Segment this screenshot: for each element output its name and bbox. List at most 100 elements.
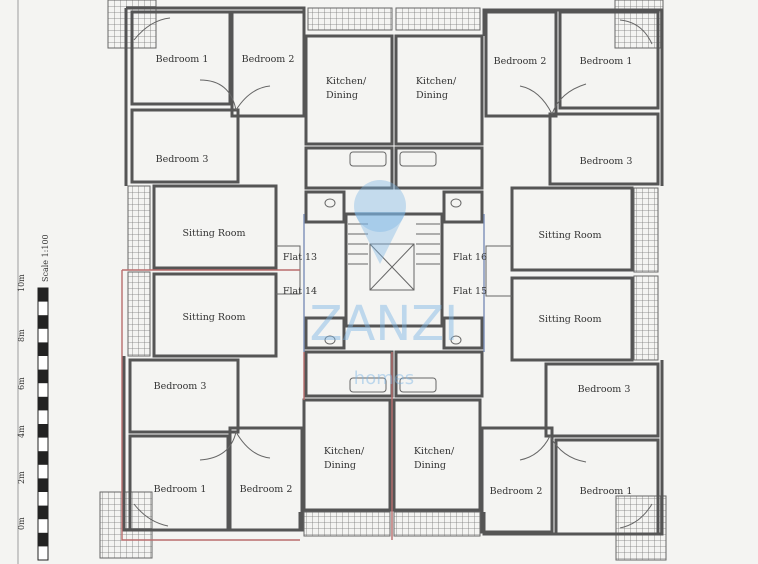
- stair-treads: [348, 223, 440, 265]
- room-bl-kitchen: [302, 398, 392, 512]
- boundary-blue-core: [303, 214, 485, 352]
- label-bl-sitting: Sitting Room: [182, 312, 245, 323]
- bathtub-tl: [349, 151, 387, 167]
- watermark-pin-icon: [354, 180, 406, 232]
- label-bl-bedroom1: Bedroom 1: [154, 484, 207, 495]
- label-tr-sitting: Sitting Room: [538, 230, 601, 241]
- label-br-kitchen-1: Kitchen/: [414, 446, 455, 457]
- bathtub-bl: [349, 377, 387, 393]
- scale-tick-4m: 4m: [17, 425, 26, 438]
- bath-tl: [304, 146, 394, 190]
- room-bl-bedroom1: [128, 434, 230, 532]
- label-br-bedroom1: Bedroom 1: [580, 486, 633, 497]
- room-tr-bedroom2: [484, 10, 558, 118]
- room-tr-bedroom3: [548, 112, 660, 186]
- balcony-left-upper: [127, 185, 151, 271]
- room-tl-bedroom1: [130, 10, 232, 106]
- room-tl-bedroom3: [130, 108, 240, 184]
- room-tl-kitchen: [304, 34, 394, 146]
- scale-title: Scale 1:100: [41, 234, 50, 282]
- balcony-right-lower: [633, 275, 659, 361]
- watermark: ZANZI homes: [310, 180, 459, 389]
- scale-seg-2: [38, 315, 48, 329]
- door-swing-br: [519, 435, 587, 463]
- label-tr-kitchen-1: Kitchen/: [416, 76, 457, 87]
- boundary-red-left: [121, 269, 300, 541]
- label-tl-bedroom3: Bedroom 3: [156, 154, 209, 165]
- label-flat-15: Flat 15: [453, 286, 487, 297]
- room-br-sitting: [510, 276, 634, 362]
- room-bl-bedroom3: [128, 358, 240, 434]
- wc-br: [442, 316, 484, 350]
- scale-tick-2m: 2m: [17, 471, 26, 484]
- toilet-br: [450, 335, 462, 345]
- balcony-top-right: [614, 0, 664, 49]
- label-flat-13: Flat 13: [283, 252, 317, 263]
- door-swing-tl: [199, 79, 271, 111]
- lift-cross: [369, 243, 415, 291]
- toilet-tr: [450, 198, 462, 208]
- label-tl-bedroom2: Bedroom 2: [242, 54, 295, 65]
- wc-tr: [442, 190, 484, 224]
- balcony-top-kitchen-left: [307, 7, 393, 31]
- room-br-bedroom3: [544, 362, 660, 438]
- label-br-bedroom2: Bedroom 2: [490, 486, 543, 497]
- toilet-tl: [324, 198, 336, 208]
- room-tr-bedroom1: [558, 10, 660, 110]
- label-flat-14: Flat 14: [283, 286, 317, 297]
- balcony-top-kitchen-right: [395, 7, 481, 31]
- label-br-bedroom3: Bedroom 3: [578, 384, 631, 395]
- boundary-red-center: [303, 352, 393, 540]
- label-br-kitchen-2: Dining: [414, 460, 446, 471]
- scale-seg-5: [38, 396, 48, 411]
- lift-shaft: [369, 243, 415, 291]
- label-br-sitting: Sitting Room: [538, 314, 601, 325]
- bathtub-tr: [399, 151, 437, 167]
- label-bl-kitchen-2: Dining: [324, 460, 356, 471]
- balcony-bottom-kitchen-right: [393, 511, 481, 537]
- room-br-bedroom1: [554, 438, 660, 536]
- balcony-left-lower: [127, 271, 151, 357]
- door-balcony-bl: [133, 503, 169, 527]
- room-bl-bedroom2: [228, 426, 304, 532]
- label-tl-kitchen-2: Dining: [326, 90, 358, 101]
- scale-seg-6: [38, 424, 48, 438]
- room-tl-sitting: [152, 184, 278, 270]
- lobby-right: [485, 245, 512, 297]
- balcony-bottom-kitchen-left: [303, 511, 391, 537]
- door-swing-bl: [199, 431, 271, 461]
- balcony-bottom-left: [99, 491, 153, 559]
- door-balcony-tr: [619, 19, 653, 45]
- scale-seg-3: [38, 342, 48, 356]
- label-tr-kitchen-2: Dining: [416, 90, 448, 101]
- scale-seg-9: [38, 505, 48, 520]
- watermark-brand: ZANZI: [310, 296, 459, 352]
- label-tl-sitting: Sitting Room: [182, 228, 245, 239]
- door-balcony-tl: [133, 17, 171, 41]
- scale-seg-8: [38, 478, 48, 492]
- scale-seg-4: [38, 369, 48, 384]
- scale-tick-10m: 10m: [17, 274, 26, 292]
- label-tl-kitchen-1: Kitchen/: [326, 76, 367, 87]
- scale-seg-10: [38, 532, 48, 547]
- label-bl-kitchen-1: Kitchen/: [324, 446, 365, 457]
- scale-tick-6m: 6m: [17, 377, 26, 390]
- wc-bl: [304, 316, 346, 350]
- balcony-right-upper: [633, 187, 659, 273]
- scale-tick-8m: 8m: [17, 329, 26, 342]
- bath-br: [394, 350, 484, 398]
- label-flat-16: Flat 16: [453, 252, 487, 263]
- bathtub-br: [399, 377, 437, 393]
- scale-tick-0m: 0m: [17, 517, 26, 530]
- label-tr-bedroom1: Bedroom 1: [580, 56, 633, 67]
- label-tr-bedroom2: Bedroom 2: [494, 56, 547, 67]
- room-tl-bedroom2: [230, 10, 306, 118]
- room-tr-sitting: [510, 186, 634, 272]
- label-bl-bedroom2: Bedroom 2: [240, 484, 293, 495]
- watermark-sub: homes: [354, 368, 414, 389]
- label-bl-bedroom3: Bedroom 3: [154, 381, 207, 392]
- label-tr-bedroom3: Bedroom 3: [580, 156, 633, 167]
- room-br-kitchen: [392, 398, 482, 512]
- bath-tr: [394, 146, 484, 190]
